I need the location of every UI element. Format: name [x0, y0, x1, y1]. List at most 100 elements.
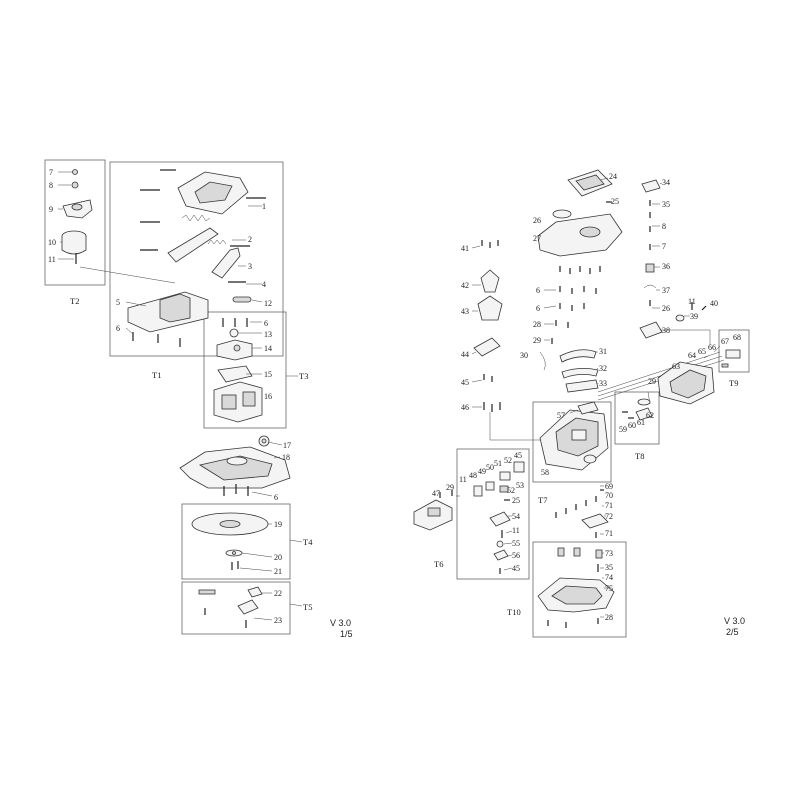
parts-39-40 — [675, 302, 707, 322]
group-frame-t5 — [181, 581, 291, 635]
callout-38: 38 — [662, 326, 670, 335]
callout-6c: 6 — [274, 493, 278, 502]
group-label-t2: T2 — [70, 296, 79, 306]
callout-63: 63 — [672, 362, 680, 371]
callout-30: 30 — [520, 351, 528, 360]
callout-6a: 6 — [116, 324, 120, 333]
callout-41: 41 — [461, 244, 469, 253]
callout-29b: 29 — [648, 377, 656, 386]
callout-68: 68 — [733, 333, 741, 342]
callout-19: 19 — [274, 520, 282, 529]
group-frame-t1 — [109, 161, 284, 357]
callout-48: 48 — [469, 471, 477, 480]
callout-10: 10 — [48, 238, 56, 247]
callout-33: 33 — [599, 379, 607, 388]
callout-46: 46 — [461, 403, 469, 412]
callout-55: 55 — [512, 539, 520, 548]
center-screws — [539, 266, 601, 393]
callout-71a: 71 — [605, 501, 613, 510]
group-frame-t4 — [181, 503, 291, 580]
callout-11d: 11 — [512, 526, 520, 535]
callout-13: 13 — [264, 330, 272, 339]
group-frame-t7 — [532, 401, 612, 483]
group-labels: T2 T1 T3 T4 T5 T6 T7 T8 T9 T10 — [70, 296, 738, 617]
callout-36: 36 — [662, 262, 670, 271]
callout-18: 18 — [282, 453, 290, 462]
group-frame-t9 — [718, 329, 750, 373]
callout-39: 39 — [690, 312, 698, 321]
t9-parts — [657, 345, 741, 405]
t7-main-body — [539, 401, 609, 471]
lower-right-screws — [555, 485, 609, 538]
callout-34: 34 — [662, 178, 670, 187]
left-column-parts — [471, 240, 503, 412]
callout-11c: 11 — [459, 475, 467, 484]
callout-45a: 45 — [461, 378, 469, 387]
right-column-parts — [639, 179, 663, 339]
callout-53: 53 — [516, 481, 524, 490]
callout-3: 3 — [248, 262, 252, 271]
callout-29c: 29 — [446, 483, 454, 492]
callout-74: 74 — [605, 573, 613, 582]
page-number-left: 1/5 — [340, 629, 353, 639]
callout-35b: 35 — [605, 563, 613, 572]
callout-66: 66 — [708, 343, 716, 352]
callout-71b: 71 — [605, 529, 613, 538]
callout-61: 61 — [637, 418, 645, 427]
group-frame-t8 — [614, 391, 660, 445]
group-frame-t2 — [44, 159, 106, 286]
callout-26b: 26 — [662, 304, 670, 313]
callout-28b: 28 — [605, 613, 613, 622]
callouts-left: 7 8 9 10 11 1 2 3 4 5 6 12 6 13 14 15 16… — [48, 168, 291, 625]
callout-43: 43 — [461, 307, 469, 316]
callout-8: 8 — [49, 181, 53, 190]
callout-49: 49 — [478, 467, 486, 476]
callout-25a: 25 — [611, 197, 619, 206]
page-info-right: V 3.0 2/5 — [724, 616, 745, 638]
callout-14: 14 — [264, 344, 272, 353]
callout-52b: 52 — [507, 486, 515, 495]
callout-5: 5 — [116, 298, 120, 307]
callout-6d: 6 — [536, 286, 540, 295]
callout-51: 51 — [494, 459, 502, 468]
page-info-left: V 3.0 1/5 — [330, 618, 353, 640]
callout-31: 31 — [599, 347, 607, 356]
callout-23: 23 — [274, 616, 282, 625]
t2-parts — [58, 169, 93, 264]
callout-73: 73 — [605, 549, 613, 558]
t10-parts — [537, 547, 615, 628]
version-label-right: V 3.0 — [724, 616, 746, 626]
callout-15: 15 — [264, 370, 272, 379]
callout-12: 12 — [264, 299, 272, 308]
callout-40: 40 — [710, 299, 718, 308]
callout-67: 67 — [721, 337, 729, 346]
callouts-right: 24 25 26 27 41 42 43 44 45 46 6 6 28 29 … — [432, 172, 741, 622]
t6-parts — [413, 461, 525, 574]
group-label-t6: T6 — [434, 559, 443, 569]
callout-62: 62 — [646, 411, 654, 420]
callout-11: 11 — [48, 255, 56, 264]
group-label-t3: T3 — [299, 371, 308, 381]
callout-6e: 6 — [536, 304, 540, 313]
t2-connector — [79, 266, 176, 284]
callout-4: 4 — [262, 280, 266, 289]
callout-60: 60 — [628, 421, 636, 430]
callout-57: 57 — [557, 411, 565, 420]
callout-21: 21 — [274, 567, 282, 576]
callout-27: 27 — [533, 234, 541, 243]
group-label-t8: T8 — [635, 451, 644, 461]
version-label-left: V 3.0 — [330, 618, 352, 628]
group-frame-t3 — [203, 311, 287, 429]
t4-parts — [191, 512, 303, 572]
t8-parts — [622, 391, 653, 421]
callout-42: 42 — [461, 281, 469, 290]
group-frame-t10 — [532, 541, 627, 638]
group-label-t7: T7 — [538, 495, 547, 505]
callout-64: 64 — [688, 351, 696, 360]
group-label-t4: T4 — [303, 537, 313, 547]
callout-26a: 26 — [533, 216, 541, 225]
callout-28a: 28 — [533, 320, 541, 329]
callout-7: 7 — [49, 168, 53, 177]
callout-69: 69 — [605, 482, 613, 491]
